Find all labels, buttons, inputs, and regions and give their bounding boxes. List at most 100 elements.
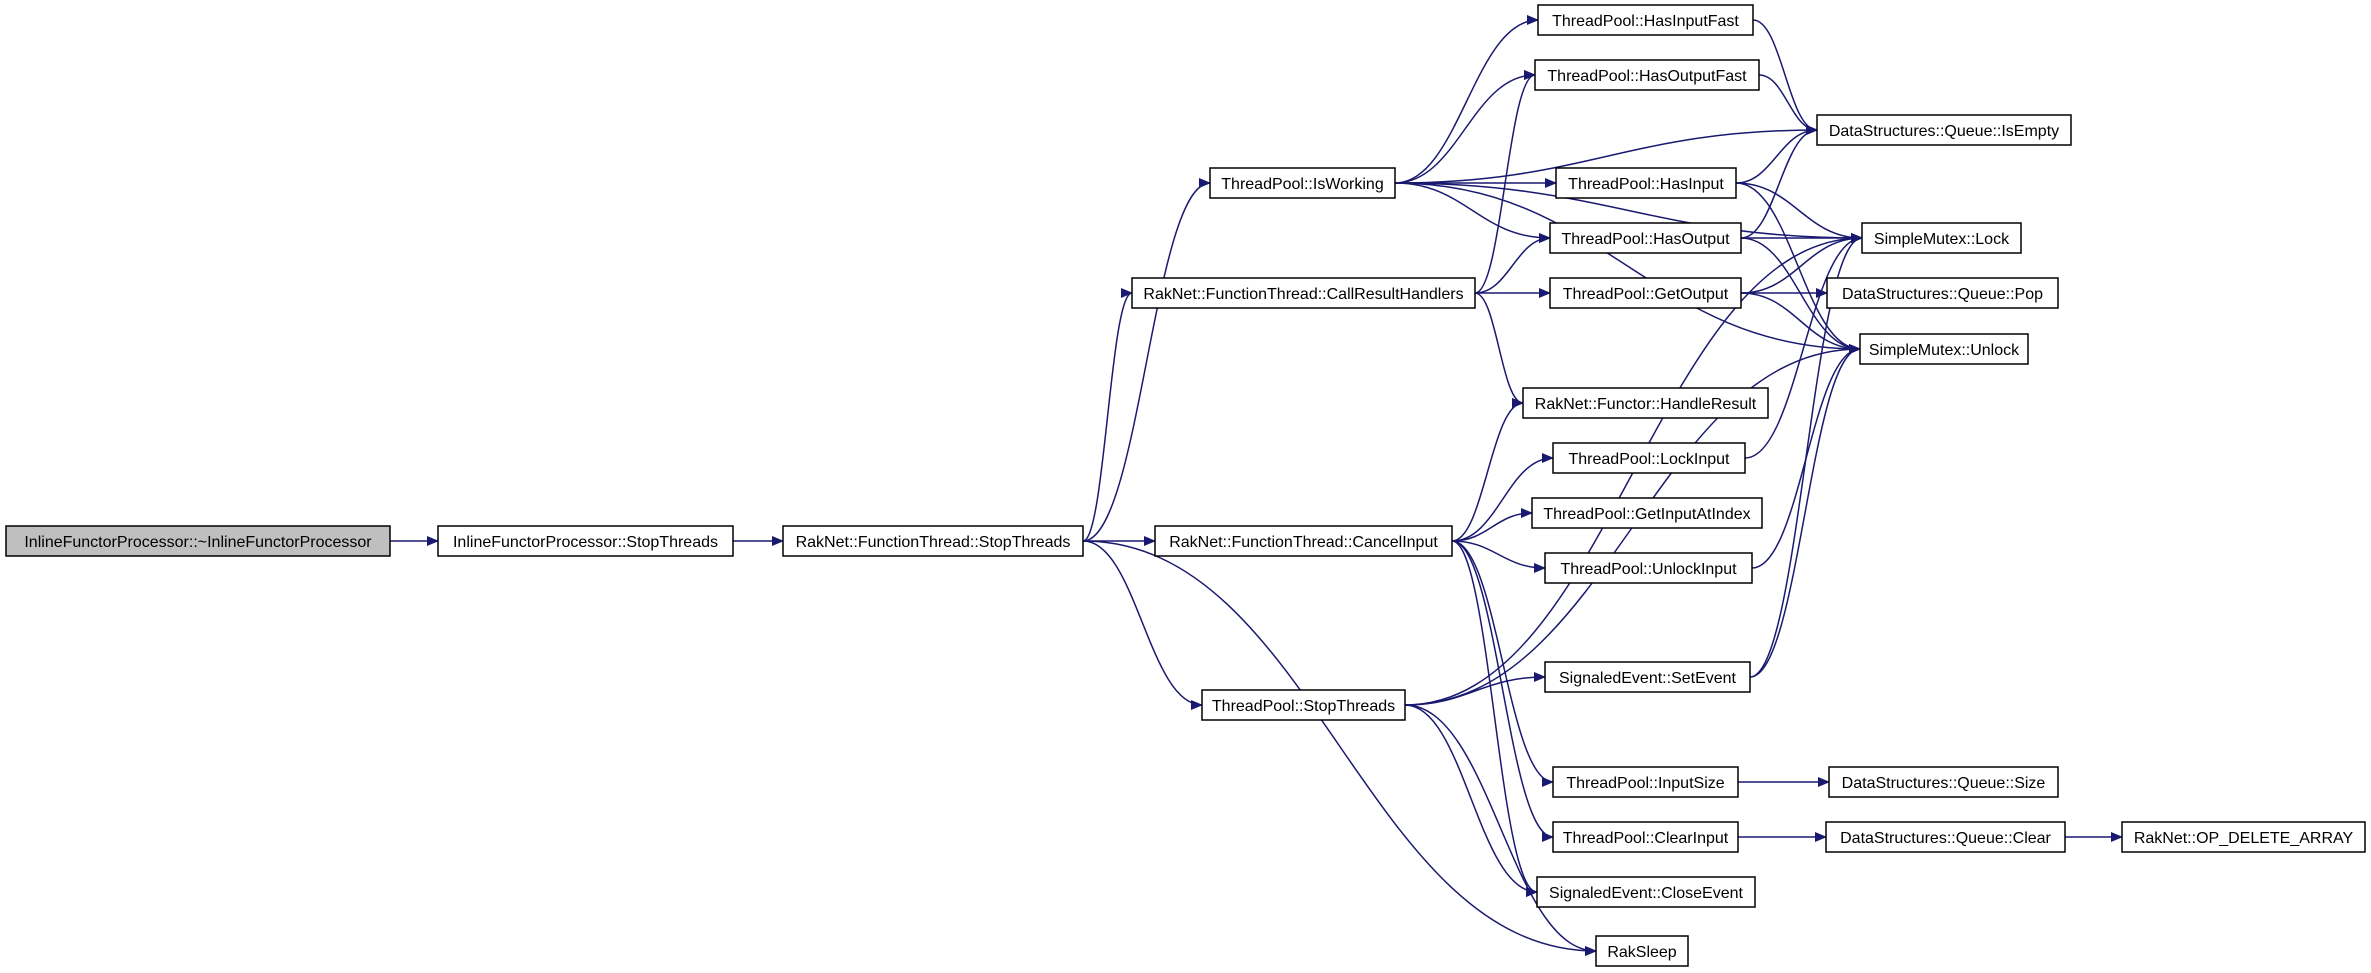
node-box xyxy=(5,525,391,557)
node-inlinefunctorprocessor-inlinefunctorprocessor[interactable]: InlineFunctorProcessor::~InlineFunctorPr… xyxy=(5,525,391,557)
edge-n14-n22 xyxy=(1744,233,1863,459)
node-box xyxy=(1544,552,1753,584)
edge-n10-n22 xyxy=(1735,182,1863,243)
edge-n6-n17 xyxy=(1404,672,1546,706)
node-signaledevent-closeevent[interactable]: SignaledEvent::CloseEvent xyxy=(1536,876,1756,908)
node-box xyxy=(1544,661,1751,693)
node-box xyxy=(1826,277,2059,309)
edge-n10-n21 xyxy=(1735,125,1818,184)
node-label: ThreadPool::HasInputFast xyxy=(1552,13,1739,30)
node-box xyxy=(1549,277,1742,309)
edge-n12-n24 xyxy=(1740,292,1861,354)
edge-layer xyxy=(389,15,2123,956)
node-signaledevent-setevent[interactable]: SignaledEvent::SetEvent xyxy=(1544,661,1751,693)
node-label: InlineFunctorProcessor::~InlineFunctorPr… xyxy=(24,534,372,551)
node-box xyxy=(2121,821,2366,853)
node-datastructures-queue-clear[interactable]: DataStructures::Queue::Clear xyxy=(1825,821,2066,853)
edge-n6-n7 xyxy=(1404,704,1597,956)
edge-n3-n24 xyxy=(1394,182,1861,354)
node-threadpool-getinputatindex[interactable]: ThreadPool::GetInputAtIndex xyxy=(1531,497,1763,529)
node-box xyxy=(1537,4,1754,36)
node-raknet-functionthread-stopthreads[interactable]: RakNet::FunctionThread::StopThreads xyxy=(782,525,1084,557)
node-raknet-op-delete-array[interactable]: RakNet::OP_DELETE_ARRAY xyxy=(2121,821,2366,853)
node-label: ThreadPool::GetInputAtIndex xyxy=(1543,506,1750,523)
node-inlinefunctorprocessor-stopthreads[interactable]: InlineFunctorProcessor::StopThreads xyxy=(437,525,734,557)
node-box xyxy=(1531,497,1763,529)
node-box xyxy=(1555,167,1737,199)
node-box xyxy=(782,525,1084,557)
node-threadpool-inputsize[interactable]: ThreadPool::InputSize xyxy=(1552,766,1739,798)
node-threadpool-isworking[interactable]: ThreadPool::IsWorking xyxy=(1209,167,1396,199)
node-threadpool-unlockinput[interactable]: ThreadPool::UnlockInput xyxy=(1544,552,1753,584)
node-threadpool-hasoutputfast[interactable]: ThreadPool::HasOutputFast xyxy=(1534,59,1760,91)
node-raksleep[interactable]: RakSleep xyxy=(1595,935,1689,967)
node-box xyxy=(1536,876,1756,908)
node-simplemutex-lock[interactable]: SimpleMutex::Lock xyxy=(1861,222,2022,254)
node-label: SignaledEvent::SetEvent xyxy=(1559,670,1737,687)
edge-n5-n13 xyxy=(1451,398,1524,542)
node-box xyxy=(1861,222,2022,254)
node-datastructures-queue-isempty[interactable]: DataStructures::Queue::IsEmpty xyxy=(1816,114,2072,146)
edge-n3-n11 xyxy=(1394,182,1551,243)
node-box xyxy=(1816,114,2072,146)
node-threadpool-stopthreads[interactable]: ThreadPool::StopThreads xyxy=(1201,689,1406,721)
edge-n5-n15 xyxy=(1451,508,1533,542)
edge-n2-n4 xyxy=(1082,288,1133,542)
node-raknet-functionthread-callresulthandlers[interactable]: RakNet::FunctionThread::CallResultHandle… xyxy=(1131,277,1476,309)
node-simplemutex-unlock[interactable]: SimpleMutex::Unlock xyxy=(1859,333,2029,365)
node-label: ThreadPool::ClearInput xyxy=(1563,830,1729,847)
node-label: RakNet::FunctionThread::StopThreads xyxy=(796,534,1071,551)
edge-n3-n8 xyxy=(1394,15,1539,184)
edge-n4-n9 xyxy=(1474,70,1536,294)
edge-n4-n13 xyxy=(1474,292,1524,408)
edge-n2-n7 xyxy=(1082,540,1597,956)
edge-n3-n9 xyxy=(1394,70,1536,184)
edge-n3-n22 xyxy=(1394,182,1863,243)
node-threadpool-getoutput[interactable]: ThreadPool::GetOutput xyxy=(1549,277,1742,309)
node-datastructures-queue-size[interactable]: DataStructures::Queue::Size xyxy=(1828,766,2059,798)
node-label: RakNet::FunctionThread::CancelInput xyxy=(1169,534,1438,551)
edge-n11-n21 xyxy=(1740,125,1818,239)
node-threadpool-clearinput[interactable]: ThreadPool::ClearInput xyxy=(1552,821,1739,853)
node-box xyxy=(1552,821,1739,853)
node-raknet-functor-handleresult[interactable]: RakNet::Functor::HandleResult xyxy=(1522,387,1769,419)
node-box xyxy=(1201,689,1406,721)
node-label: ThreadPool::LockInput xyxy=(1569,451,1731,468)
node-label: DataStructures::Queue::Pop xyxy=(1842,286,2043,303)
node-label: RakNet::OP_DELETE_ARRAY xyxy=(2134,830,2354,847)
node-box xyxy=(1552,442,1746,474)
node-box xyxy=(1131,277,1476,309)
node-box xyxy=(1595,935,1689,967)
node-box xyxy=(1552,766,1739,798)
node-threadpool-lockinput[interactable]: ThreadPool::LockInput xyxy=(1552,442,1746,474)
node-threadpool-hasoutput[interactable]: ThreadPool::HasOutput xyxy=(1549,222,1742,254)
node-label: SignaledEvent::CloseEvent xyxy=(1549,885,1743,902)
node-raknet-functionthread-cancelinput[interactable]: RakNet::FunctionThread::CancelInput xyxy=(1154,525,1453,557)
edge-n5-n18 xyxy=(1451,540,1554,787)
node-label: ThreadPool::HasOutput xyxy=(1561,231,1730,248)
edge-n4-n11 xyxy=(1474,233,1551,294)
node-box xyxy=(1154,525,1453,557)
node-label: InlineFunctorProcessor::StopThreads xyxy=(453,534,718,551)
node-label: ThreadPool::GetOutput xyxy=(1563,286,1729,303)
node-box xyxy=(1522,387,1769,419)
node-threadpool-hasinput[interactable]: ThreadPool::HasInput xyxy=(1555,167,1737,199)
edge-n10-n24 xyxy=(1735,182,1861,354)
edge-n12-n22 xyxy=(1740,233,1863,294)
edge-n2-n6 xyxy=(1082,540,1203,710)
node-label: ThreadPool::HasOutputFast xyxy=(1547,68,1747,85)
node-label: DataStructures::Queue::IsEmpty xyxy=(1829,123,2059,140)
edge-n5-n14 xyxy=(1451,453,1554,542)
edge-n5-n20 xyxy=(1451,540,1538,897)
edge-n2-n3 xyxy=(1082,178,1211,542)
edge-n17-n22 xyxy=(1749,233,1863,678)
node-box xyxy=(1825,821,2066,853)
node-label: ThreadPool::HasInput xyxy=(1568,176,1724,193)
node-label: ThreadPool::InputSize xyxy=(1566,775,1724,792)
node-label: SimpleMutex::Unlock xyxy=(1869,342,2020,359)
edge-n5-n16 xyxy=(1451,540,1546,573)
node-label: ThreadPool::IsWorking xyxy=(1221,176,1383,193)
node-datastructures-queue-pop[interactable]: DataStructures::Queue::Pop xyxy=(1826,277,2059,309)
node-threadpool-hasinputfast[interactable]: ThreadPool::HasInputFast xyxy=(1537,4,1754,36)
